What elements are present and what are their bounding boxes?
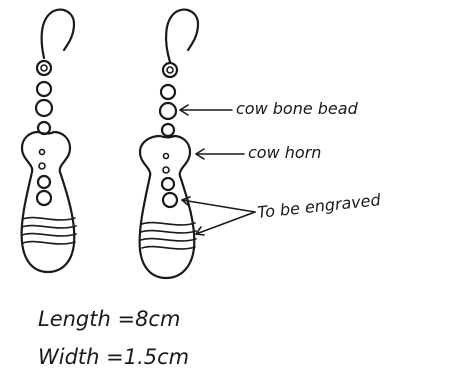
left-link-bead — [37, 82, 51, 96]
left-wave-3 — [22, 234, 76, 236]
right-connector — [162, 124, 174, 136]
right-dot-2 — [163, 167, 169, 173]
right-wave-3 — [141, 239, 196, 241]
length-text: Length =8cm — [38, 307, 180, 331]
label-to-be-engraved: To be engraved — [256, 190, 382, 222]
left-ring-inner — [41, 65, 47, 71]
left-ring — [37, 61, 51, 75]
left-wave-2 — [22, 226, 76, 228]
left-dot-1 — [40, 150, 45, 155]
left-horn-pendant — [22, 132, 75, 272]
left-dot-3 — [38, 176, 50, 188]
right-earring — [140, 10, 198, 278]
engraved-arrow-upper — [182, 200, 255, 212]
right-hook — [166, 10, 198, 62]
right-ring-inner — [167, 67, 173, 73]
right-dot-1 — [164, 154, 169, 159]
right-wave-2 — [141, 231, 196, 233]
engraved-arrow-lower — [196, 212, 255, 234]
left-wave-1 — [23, 218, 75, 220]
right-bone-bead — [160, 103, 176, 119]
left-bone-bead — [36, 100, 52, 116]
right-link-bead — [161, 85, 175, 99]
left-wave-4 — [23, 242, 75, 244]
left-dot-2 — [39, 163, 45, 169]
right-dot-3 — [162, 178, 174, 190]
right-dot-4 — [163, 193, 177, 207]
left-earring — [22, 10, 76, 272]
right-ring — [163, 63, 177, 77]
right-wave-1 — [142, 223, 195, 225]
left-hook — [42, 10, 74, 58]
right-wave-4 — [142, 247, 195, 249]
label-cow-horn: cow horn — [248, 143, 321, 162]
left-dot-4 — [37, 191, 51, 205]
width-text: Width =1.5cm — [38, 345, 189, 369]
label-cow-bone-bead: cow bone bead — [236, 99, 359, 118]
